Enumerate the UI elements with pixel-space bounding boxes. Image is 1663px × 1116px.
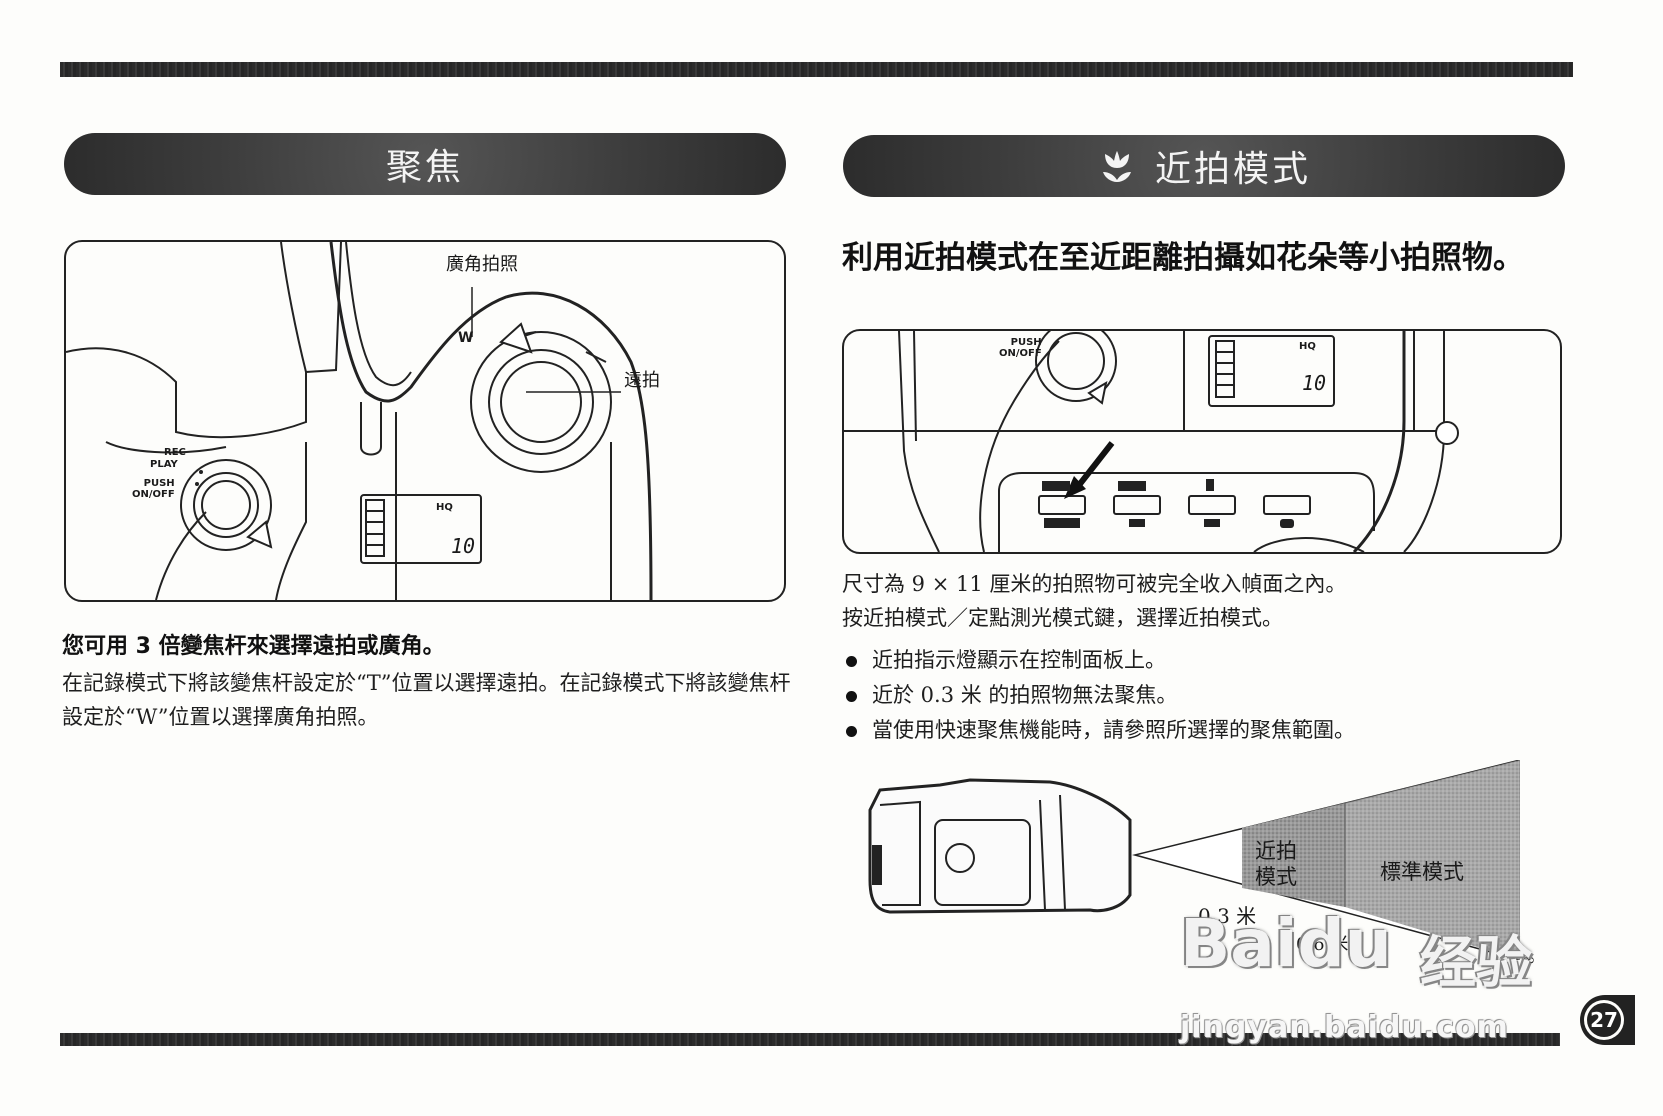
macro-flower-icon	[1102, 151, 1131, 182]
page-number: 27	[1587, 1003, 1621, 1037]
push-onoff-label: PUSH ON/OFF	[132, 478, 175, 500]
standard-zone-label: 標準模式	[1380, 860, 1464, 884]
camera-side-icon	[868, 778, 1132, 914]
lcd-hq-label: HQ	[436, 502, 453, 513]
lcd-hq-label: HQ	[1299, 341, 1316, 352]
camera-back-illustration	[844, 331, 1459, 552]
zoom-lever-diagram: 廣角拍照 遠拍 W REC PLAY PUSH ON/OFF HQ 10	[64, 240, 786, 602]
telephoto-label: 遠拍	[624, 370, 660, 391]
zoom-description: 在記錄模式下將該變焦杆設定於“T”位置以選擇遠拍。在記錄模式下將該變焦杆設定於“…	[62, 671, 791, 729]
zoom-heading: 您可用 3 倍變焦杆來選擇遠拍或廣角。	[62, 634, 445, 659]
bottom-rule	[60, 1033, 1560, 1046]
camera-top-illustration	[66, 242, 653, 600]
infinity-label: ∞	[1522, 950, 1536, 969]
macro-notes-list: 近拍指示燈顯示在控制面板上。 近於 0.3 米 的拍照物無法聚焦。 當使用快速聚…	[842, 643, 1355, 748]
lcd-frame-count: 10	[1302, 371, 1327, 395]
dial-w-mark: W	[458, 330, 474, 346]
macro-description: 尺寸為 9 × 11 厘米的拍照物可被完全收入幀面之內。 按近拍模式／定點測光模…	[842, 567, 1562, 635]
play-label: PLAY	[150, 459, 178, 470]
watermark-url: jingyan.baidu.com	[1180, 1010, 1509, 1045]
macro-heading: 利用近拍模式在至近距離拍攝如花朵等小拍照物。	[842, 240, 1524, 276]
page-number-badge: 27	[1580, 995, 1635, 1045]
watermark-brand-cn: 经验	[1420, 931, 1532, 996]
focus-range-diagram	[868, 760, 1520, 960]
far-distance-label: 0.6 米	[1296, 934, 1349, 955]
subject-size-text: 尺寸為 9 × 11 厘米的拍照物可被完全收入幀面之內。	[842, 572, 1347, 596]
list-item: 當使用快速聚焦機能時，請參照所選擇的聚焦範圍。	[842, 713, 1355, 748]
rec-label: REC	[164, 447, 186, 458]
lcd-frame-count: 10	[451, 534, 476, 558]
list-item: 近拍指示燈顯示在控制面板上。	[842, 643, 1355, 678]
section-title: 近拍模式	[1154, 149, 1311, 190]
macro-zone-label: 近拍 模式	[1255, 839, 1297, 889]
select-mode-text: 按近拍模式／定點測光模式鍵，選擇近拍模式。	[842, 606, 1283, 630]
section-banner-focus: 聚焦	[64, 133, 786, 195]
top-rule	[60, 62, 1573, 77]
list-item: 近於 0.3 米 的拍照物無法聚焦。	[842, 678, 1355, 713]
section-banner-macro: 近拍模式	[843, 135, 1565, 197]
wide-angle-label: 廣角拍照	[446, 254, 518, 275]
near-distance-label: 0.3 米	[1198, 904, 1257, 928]
watermark-brand: Baidu	[1180, 905, 1392, 982]
macro-button-diagram: PUSH ON/OFF HQ 10	[842, 329, 1562, 554]
push-onoff-label: PUSH ON/OFF	[999, 337, 1042, 359]
section-title: 聚焦	[385, 147, 464, 188]
